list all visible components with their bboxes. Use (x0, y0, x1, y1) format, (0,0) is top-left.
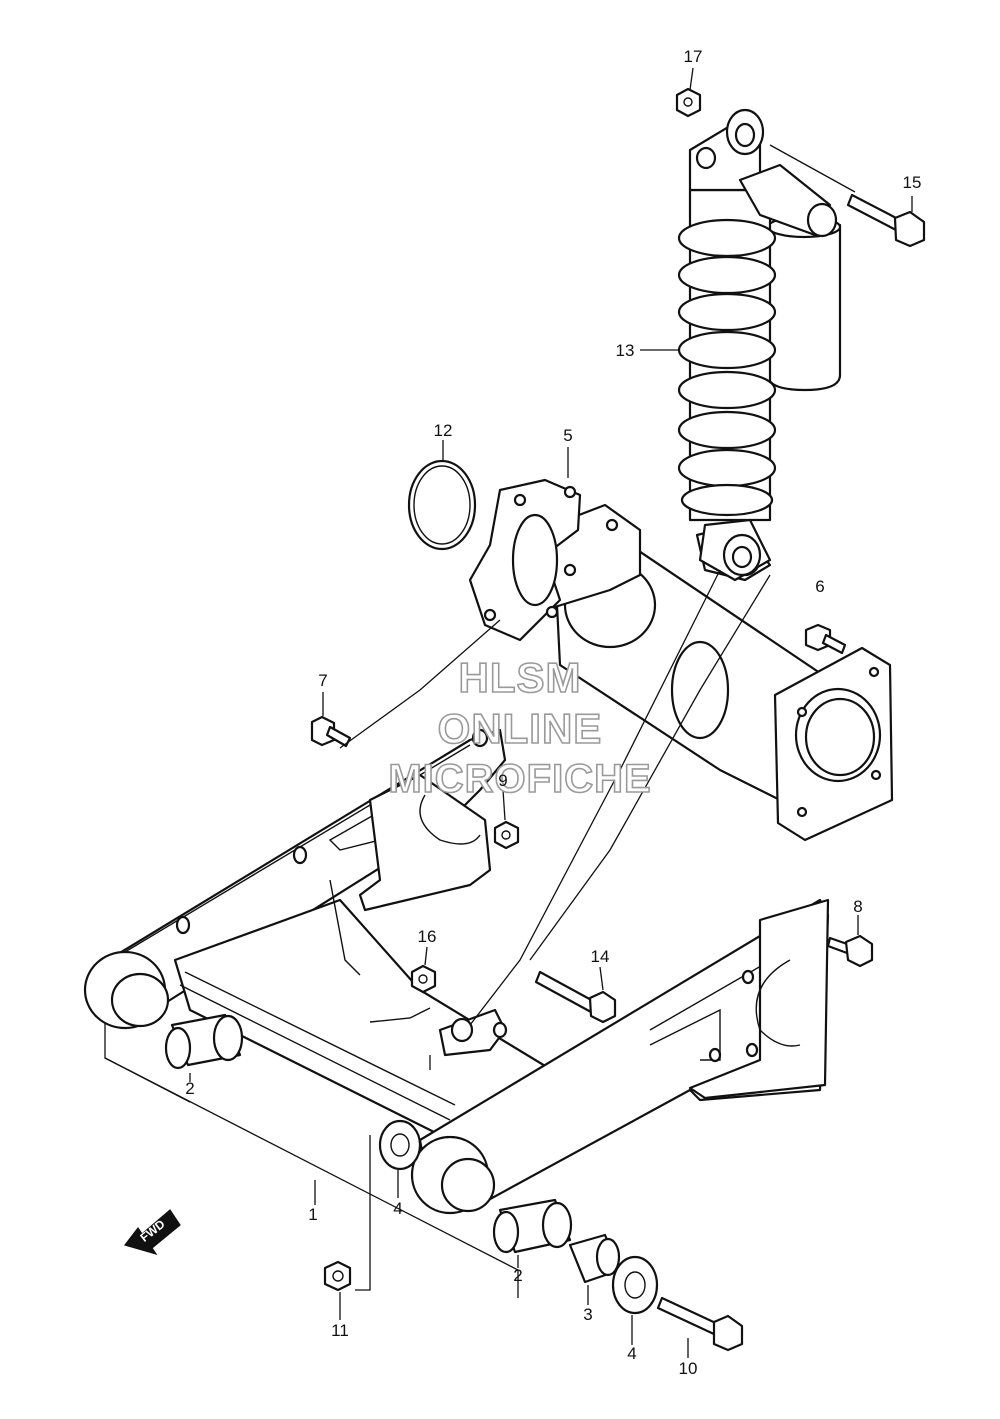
callout-10: 10 (679, 1359, 698, 1378)
bolt-10 (656, 1296, 744, 1352)
watermark-line-1: HLSM (459, 654, 582, 701)
callouts: 17 15 13 12 5 6 7 9 8 16 14 2 1 4 2 3 11… (185, 47, 921, 1378)
callout-5: 5 (563, 426, 572, 445)
callout-15: 15 (903, 173, 922, 192)
watermark: HLSM ONLINE MICROFICHE (388, 653, 652, 802)
callout-2-left: 2 (185, 1079, 194, 1098)
bolt-8 (826, 934, 874, 968)
callout-17: 17 (684, 47, 703, 66)
watermark-line-3: MICROFICHE (388, 757, 651, 801)
callout-11: 11 (331, 1321, 349, 1340)
bearing-2-left (164, 1013, 244, 1070)
washer-4-left (378, 1119, 422, 1171)
callout-12: 12 (434, 421, 453, 440)
callout-14: 14 (591, 947, 610, 966)
spacer-3 (568, 1233, 622, 1284)
washer-4-right (611, 1255, 659, 1315)
bolt-14 (534, 970, 617, 1024)
hub-flange (468, 478, 582, 642)
callout-4-left: 4 (393, 1199, 402, 1218)
callout-6: 6 (815, 577, 824, 596)
shock-absorber (677, 108, 842, 582)
fwd-arrow: FWD (123, 1209, 181, 1256)
nut-9 (493, 820, 520, 850)
bearing-2-right (492, 1198, 573, 1254)
bolt-7 (310, 715, 352, 748)
nut-11 (323, 1260, 352, 1292)
callout-2-right: 2 (513, 1266, 522, 1285)
swingarm (83, 728, 830, 1215)
callout-16: 16 (418, 927, 437, 946)
bolt-6 (804, 623, 847, 655)
callout-1: 1 (308, 1205, 317, 1224)
bolt-15 (846, 193, 926, 248)
callout-13: 13 (616, 341, 635, 360)
watermark-line-2: ONLINE (438, 705, 603, 752)
nut-17 (675, 87, 702, 118)
callout-8: 8 (853, 897, 862, 916)
callout-3: 3 (583, 1305, 592, 1324)
callout-9: 9 (498, 771, 507, 790)
callout-4-right: 4 (627, 1344, 636, 1363)
callout-7: 7 (318, 671, 327, 690)
nut-16 (410, 964, 437, 994)
leader-lines (104, 67, 913, 1358)
o-ring (407, 459, 477, 551)
